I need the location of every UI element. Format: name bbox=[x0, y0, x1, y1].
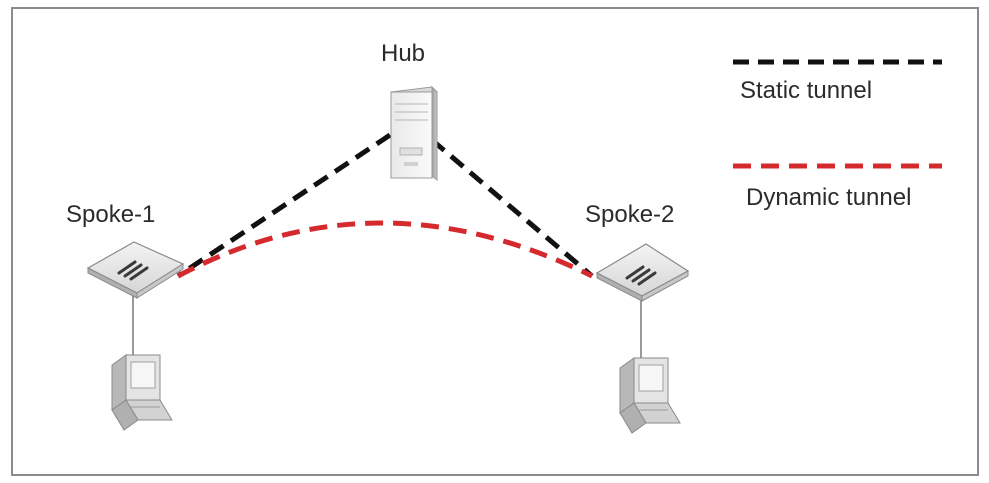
spoke2-pc-icon bbox=[619, 357, 681, 434]
spoke2-router-icon bbox=[595, 243, 690, 302]
dynamic-tunnel-spoke1-spoke2 bbox=[176, 220, 594, 279]
spoke1-label: Spoke-1 bbox=[66, 201, 156, 228]
hub-label: Hub bbox=[381, 40, 426, 67]
legend-dynamic-label: Dynamic tunnel bbox=[746, 184, 912, 211]
legend-static-label: Static tunnel bbox=[740, 77, 873, 104]
spoke1-pc-icon bbox=[111, 354, 173, 431]
spoke1-router-icon bbox=[86, 241, 185, 299]
hub-server-icon bbox=[389, 85, 439, 182]
static-tunnel-hub-spoke2 bbox=[430, 138, 594, 278]
diagram-frame bbox=[11, 7, 979, 476]
spoke2-label: Spoke-2 bbox=[585, 201, 675, 228]
static-tunnel-hub-spoke1 bbox=[176, 132, 392, 279]
